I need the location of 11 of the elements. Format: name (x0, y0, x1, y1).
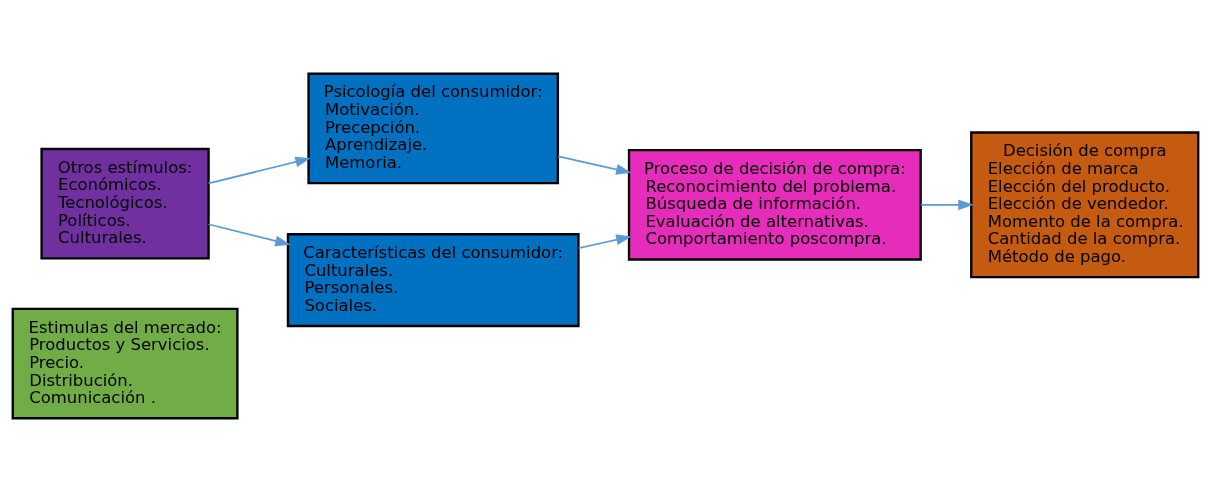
node-box: Proceso de decisión de compra: Reconocimiento del problema. Búsqueda de información. Evaluación de alternativas. Comportamiento poscompra. (627, 148, 922, 261)
node-box: Estimulas del mercado: Productos y Servicios. Precio. Distribución. Comunicación . (11, 307, 239, 419)
arrow (557, 154, 632, 175)
node-box: Psicología del consumidor: Motivación. Precepción. Aprendizaje. Memoria. (307, 72, 560, 184)
arrow (207, 156, 311, 184)
arrow (919, 198, 974, 210)
node-box: Características del consumidor: Culturales. Personales. Sociales. (286, 232, 580, 327)
arrow (207, 222, 291, 246)
arrow (577, 233, 632, 249)
node-box: Decisión de compra Elección de marca Elección del producto. Elección de vendedor. Momento de la compra. Cantidad de la compra. Método de pago. (970, 130, 1200, 278)
node-box: Otros estímulos: Económicos. Tecnológicos. Políticos. Culturales. (40, 147, 210, 260)
